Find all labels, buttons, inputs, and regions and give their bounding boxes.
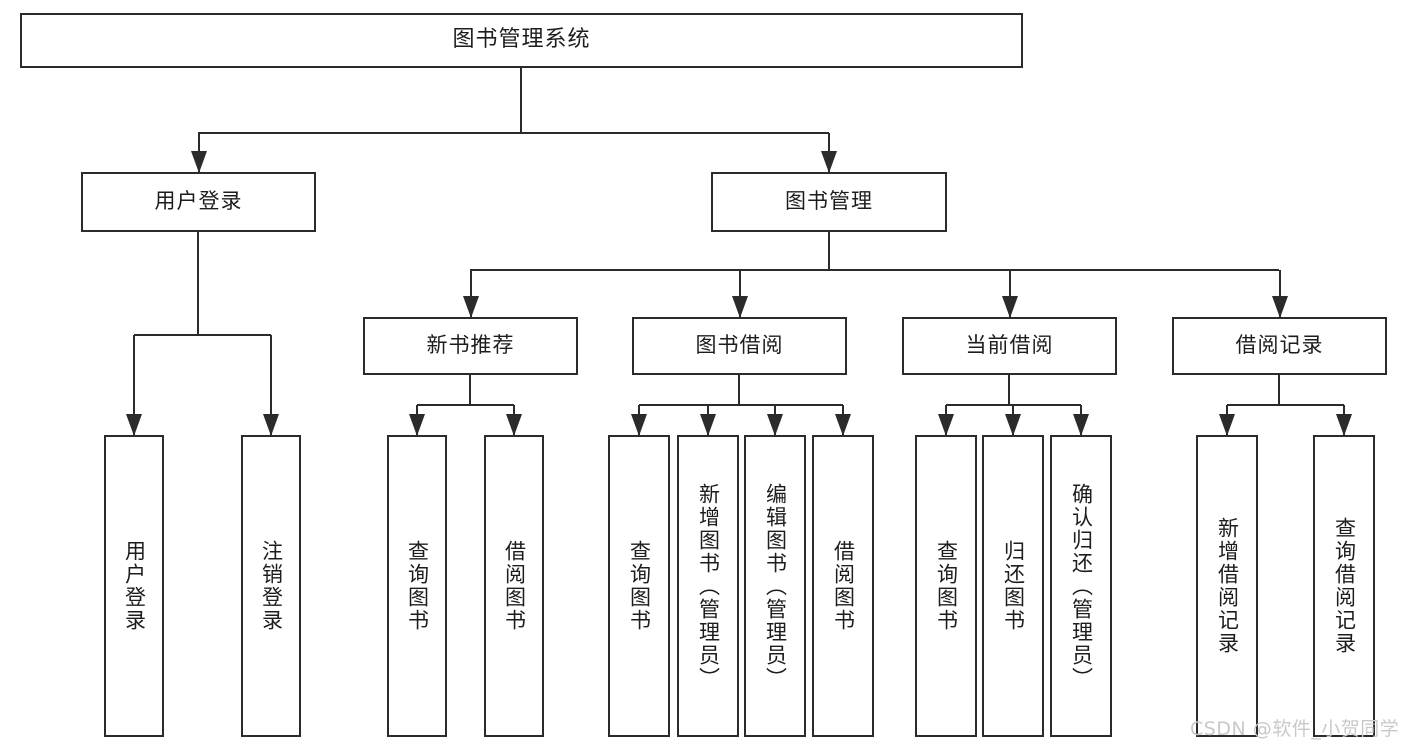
node-label: 编辑图书（管理员） xyxy=(763,482,788,690)
node-label: 用户登录 xyxy=(154,189,243,214)
node-label: 查询图书 xyxy=(934,540,959,632)
node-leaf-query-book-rec[interactable]: 查询图书 xyxy=(387,435,447,737)
node-leaf-borrow-book[interactable]: 借阅图书 xyxy=(812,435,874,737)
node-label: 查询图书 xyxy=(405,540,430,632)
node-leaf-borrow-book-rec[interactable]: 借阅图书 xyxy=(484,435,544,737)
arrowhead-icon xyxy=(191,151,207,173)
arrowhead-icon xyxy=(1219,414,1235,436)
arrowhead-icon xyxy=(1005,414,1021,436)
node-label: 查询图书 xyxy=(627,540,652,632)
arrowhead-icon xyxy=(463,296,479,318)
node-label: 新书推荐 xyxy=(426,333,515,358)
node-label: 借阅记录 xyxy=(1235,333,1324,358)
node-leaf-user-logout[interactable]: 注销登录 xyxy=(241,435,301,737)
arrowhead-icon xyxy=(821,151,837,173)
node-label: 用户登录 xyxy=(122,540,147,632)
arrowhead-icon xyxy=(263,414,279,436)
arrowhead-icon xyxy=(1336,414,1352,436)
node-label: 查询借阅记录 xyxy=(1332,517,1357,655)
node-label: 确认归还（管理员） xyxy=(1069,482,1094,690)
arrowhead-icon xyxy=(1073,414,1089,436)
node-label: 图书管理 xyxy=(785,189,873,214)
arrowhead-icon xyxy=(126,414,142,436)
arrowhead-icon xyxy=(700,414,716,436)
arrowhead-icon xyxy=(506,414,522,436)
node-leaf-query-book-current[interactable]: 查询图书 xyxy=(915,435,977,737)
node-label: 新增借阅记录 xyxy=(1215,517,1240,655)
node-leaf-confirm-return[interactable]: 确认归还（管理员） xyxy=(1050,435,1112,737)
node-label: 图书管理系统 xyxy=(452,27,591,53)
node-label: 新增图书（管理员） xyxy=(696,482,721,690)
node-label: 归还图书 xyxy=(1001,540,1026,632)
node-label: 图书借阅 xyxy=(695,333,784,358)
arrowhead-icon xyxy=(631,414,647,436)
arrowhead-icon xyxy=(1002,296,1018,318)
arrowhead-icon xyxy=(409,414,425,436)
node-leaf-user-login[interactable]: 用户登录 xyxy=(104,435,164,737)
node-book-borrow[interactable]: 图书借阅 xyxy=(632,317,847,375)
node-user-login[interactable]: 用户登录 xyxy=(81,172,316,232)
node-book-manage[interactable]: 图书管理 xyxy=(711,172,947,232)
node-leaf-query-record[interactable]: 查询借阅记录 xyxy=(1313,435,1375,737)
node-leaf-add-record[interactable]: 新增借阅记录 xyxy=(1196,435,1258,737)
arrowhead-icon xyxy=(938,414,954,436)
node-root[interactable]: 图书管理系统 xyxy=(20,13,1023,68)
node-leaf-return-book[interactable]: 归还图书 xyxy=(982,435,1044,737)
arrowhead-icon xyxy=(732,296,748,318)
node-leaf-query-book-borrow[interactable]: 查询图书 xyxy=(608,435,670,737)
node-borrow-record[interactable]: 借阅记录 xyxy=(1172,317,1387,375)
arrowhead-icon xyxy=(835,414,851,436)
node-new-book-recommend[interactable]: 新书推荐 xyxy=(363,317,578,375)
node-leaf-edit-book[interactable]: 编辑图书（管理员） xyxy=(744,435,806,737)
node-label: 当前借阅 xyxy=(965,333,1054,358)
arrowhead-icon xyxy=(1272,296,1288,318)
node-current-borrow[interactable]: 当前借阅 xyxy=(902,317,1117,375)
node-label: 借阅图书 xyxy=(831,540,856,632)
arrowhead-icon xyxy=(767,414,783,436)
node-leaf-add-book[interactable]: 新增图书（管理员） xyxy=(677,435,739,737)
node-label: 借阅图书 xyxy=(502,540,527,632)
node-label: 注销登录 xyxy=(259,540,284,632)
